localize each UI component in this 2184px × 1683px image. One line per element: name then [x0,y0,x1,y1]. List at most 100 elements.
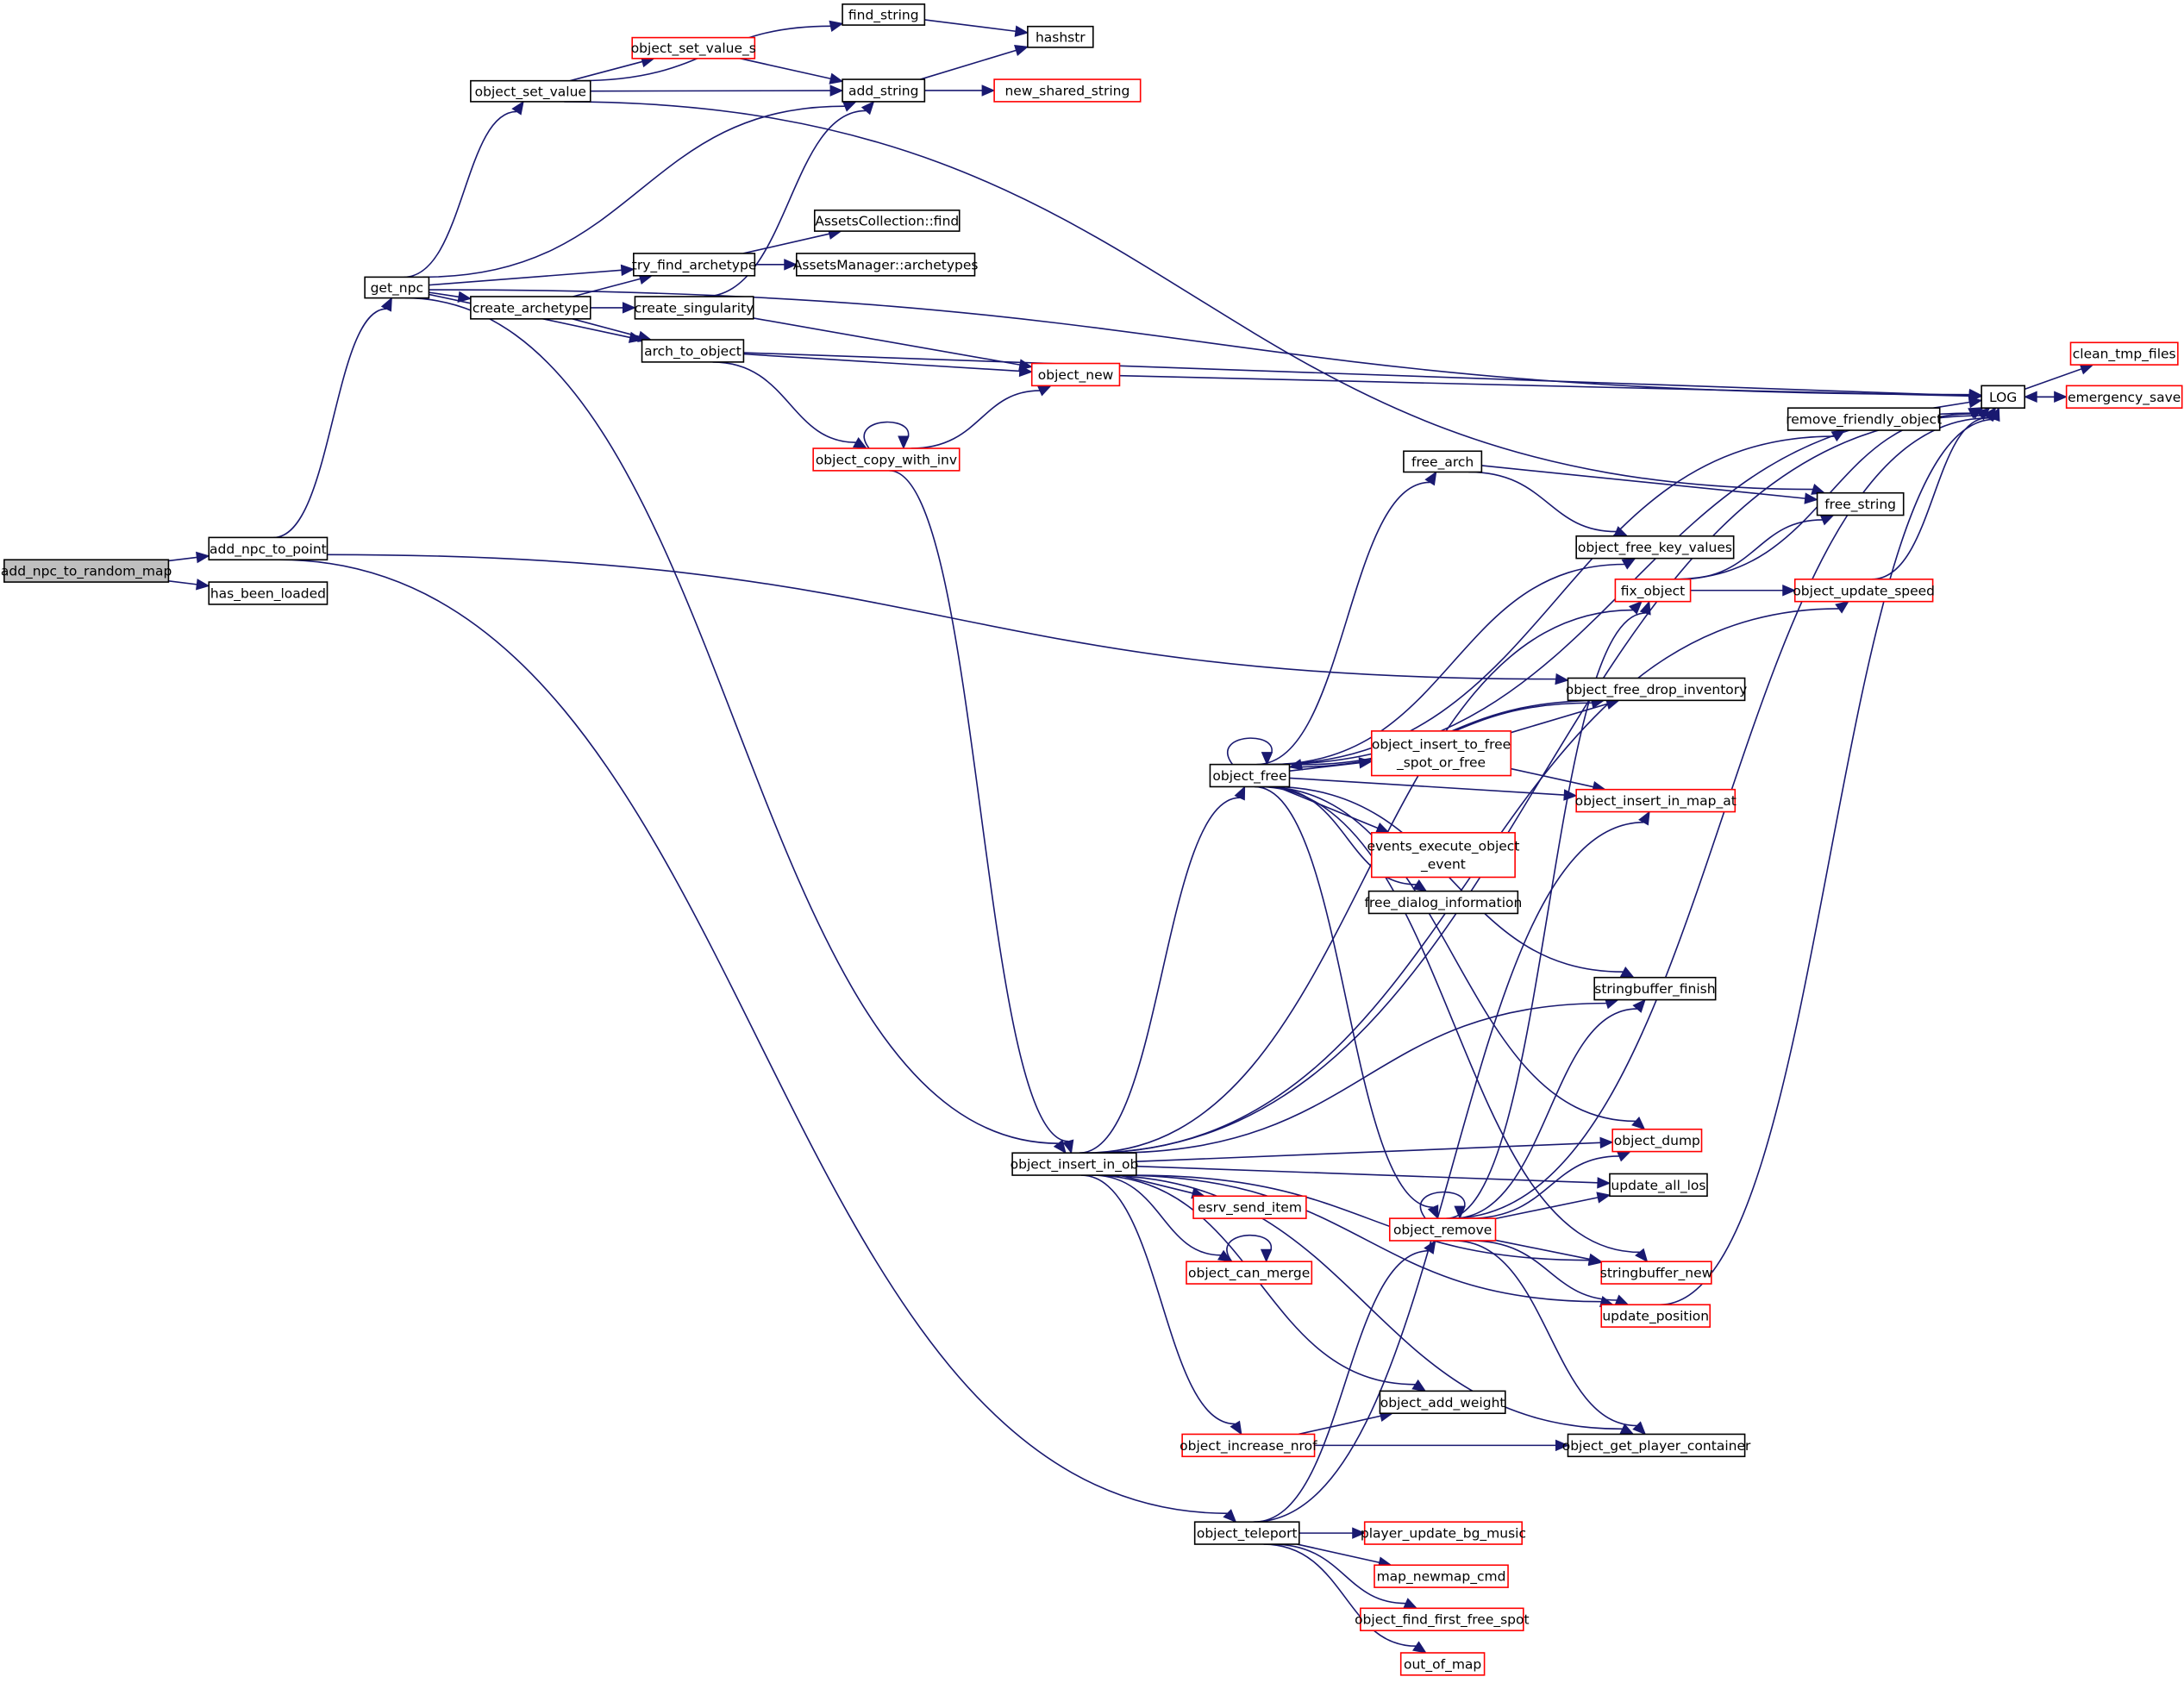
node-box [470,79,591,103]
arrowhead-icon [1358,757,1374,769]
node-out-of-map[interactable]: out_of_map [1399,1652,1486,1676]
edge-line [1079,797,1240,1154]
node-clean-tmp-files[interactable]: clean_tmp_files [2069,341,2179,366]
node-object-free-key-values[interactable]: object_free_key_values [1575,535,1735,560]
node-object-set-value[interactable]: object_set_value [470,79,591,103]
edge-line [1097,1174,1623,1430]
node-emergency-save[interactable]: emergency_save [2065,385,2183,409]
node-try-find-archetype[interactable]: try_find_archetype [632,253,757,277]
node-label: object_teleport [1197,1526,1298,1542]
arrowhead-icon [1782,585,1797,597]
node-assetscollection-find[interactable]: AssetsCollection::find [813,210,961,232]
node-object-set-value-s[interactable]: object_set_value_s [631,36,756,59]
node-add-npc-to-point[interactable]: add_npc_to_point [208,536,329,561]
arrowhead-icon [1018,365,1033,378]
edge-line [573,278,641,297]
edge-line [704,109,867,297]
node-label: AssetsCollection::find [815,213,959,228]
node-label: update_all_los [1611,1178,1705,1194]
edge-object-copy-with-inv-to-object-copy-with-inv [863,421,910,450]
node-object-insert-to-free-spot-or-free[interactable]: object_insert_to_free_spot_or_free [1370,730,1512,777]
edge-create-archetype-to-create-singularity [590,302,636,314]
node-object-add-weight[interactable]: object_add_weight [1379,1390,1506,1415]
arrowhead-icon [1427,1204,1439,1220]
node-object-copy-with-inv[interactable]: object_copy_with_inv [812,447,961,472]
edge-object-insert-to-free-spot-or-free-to-object-insert-in-map-at [1511,767,1606,793]
node-object-can-merge[interactable]: object_can_merge [1186,1261,1313,1285]
node-object-get-player-container[interactable]: object_get_player_container [1562,1433,1751,1458]
edge-object-insert-in-ob-to-object-dump [1136,1136,1614,1163]
node-box [633,253,756,277]
node-assetsmanager-archetypes[interactable]: AssetsManager::archetypes [793,253,979,277]
node-object-insert-in-ob[interactable]: object_insert_in_ob [1011,1152,1139,1176]
node-has-been-loaded[interactable]: has_been_loaded [208,581,329,605]
node-free-dialog-information[interactable]: free_dialog_information [1365,890,1523,915]
arrowhead-icon [1599,1136,1614,1149]
node-box [1367,890,1519,915]
edge-object-remove-to-object-get-player-container [1453,1240,1647,1436]
edge-object-teleport-to-map-newmap-cmd [1297,1543,1392,1568]
edge-line [1136,1165,1598,1184]
edge-free-arch-to-object-free-key-values [1468,471,1629,537]
node-fix-object[interactable]: fix_object [1614,579,1692,603]
node-object-free-drop-inventory[interactable]: object_free_drop_inventory [1566,677,1748,702]
node-box [631,36,756,59]
node-object-free[interactable]: object_free [1209,763,1291,788]
node-object-remove[interactable]: object_remove [1388,1217,1497,1242]
node-label: fix_object [1621,583,1685,599]
node-label: free_dialog_information [1365,895,1523,911]
node-label: object_get_player_container [1562,1438,1751,1455]
edge-object-insert-in-ob-to-stringbuffer-new [1134,1174,1603,1267]
node-create-archetype[interactable]: create_archetype [470,296,591,320]
arrowhead-icon [1555,673,1569,685]
node-free-arch[interactable]: free_arch [1403,450,1483,473]
node-object-find-first-free-spot[interactable]: object_find_first_free_spot [1355,1607,1530,1631]
node-remove-friendly-object[interactable]: remove_friendly_object [1786,407,1942,431]
node-label: add_npc_to_point [210,541,327,558]
node-esrv-send-item[interactable]: esrv_send_item [1192,1195,1307,1219]
edge-line [1271,785,1624,973]
node-object-dump[interactable]: object_dump [1611,1128,1703,1153]
node-update-all-los[interactable]: update_all_los [1609,1173,1708,1198]
node-label: arch_to_object [644,343,742,360]
node-update-position[interactable]: update_position [1600,1304,1712,1328]
node-label: object_set_value_s [631,41,756,57]
edge-line [1254,1249,1430,1523]
node-events-execute-object-event[interactable]: events_execute_object_event [1367,831,1519,879]
edge-object-free-to-free-arch [1256,471,1437,766]
node-map-newmap-cmd[interactable]: map_newmap_cmd [1374,1564,1509,1588]
edge-line [1470,1240,1618,1301]
node-label: create_singularity [635,300,754,316]
node-player-update-bg-music[interactable]: player_update_bg_music [1361,1521,1526,1545]
node-stringbuffer-finish[interactable]: stringbuffer_finish [1593,976,1717,1001]
node-get-npc[interactable]: get_npc [364,276,430,299]
edge-line [1289,761,1360,772]
edge-get-npc-to-add-string [422,101,857,278]
node-find-string[interactable]: find_string [842,3,926,26]
node-box [1186,1261,1313,1285]
edge-line [1446,612,1646,1219]
edge-line [404,110,517,278]
edge-object-insert-in-ob-to-update-all-los [1136,1165,1611,1189]
node-label: object_update_speed [1793,583,1935,599]
node-log[interactable]: LOG [1981,385,2026,409]
node-add-string[interactable]: add_string [842,78,926,103]
node-object-new[interactable]: object_new [1030,362,1121,387]
node-box [1379,1390,1506,1415]
node-stringbuffer-new[interactable]: stringbuffer_new [1600,1261,1713,1285]
node-free-string[interactable]: free_string [1816,491,1905,516]
node-hashstr[interactable]: hashstr [1027,25,1094,48]
node-new-shared-string[interactable]: new_shared_string [993,78,1142,103]
edge-line [1481,465,1805,499]
node-object-increase-nrof[interactable]: object_increase_nrof [1180,1433,1317,1458]
arrowhead-icon [511,100,524,116]
node-object-insert-in-map-at[interactable]: object_insert_in_map_at [1575,788,1737,813]
node-object-update-speed[interactable]: object_update_speed [1793,579,1935,603]
node-arch-to-object[interactable]: arch_to_object [641,339,745,363]
node-add-npc-to-random-map[interactable]: add_npc_to_random_map [1,559,172,583]
node-label: _spot_or_free [1396,755,1486,772]
edge-get-npc-to-try-find-archetype [429,264,635,286]
edge-try-find-archetype-to-assetsmanager-archetypes [754,259,798,271]
node-object-teleport[interactable]: object_teleport [1193,1521,1300,1545]
node-create-singularity[interactable]: create_singularity [634,296,754,320]
